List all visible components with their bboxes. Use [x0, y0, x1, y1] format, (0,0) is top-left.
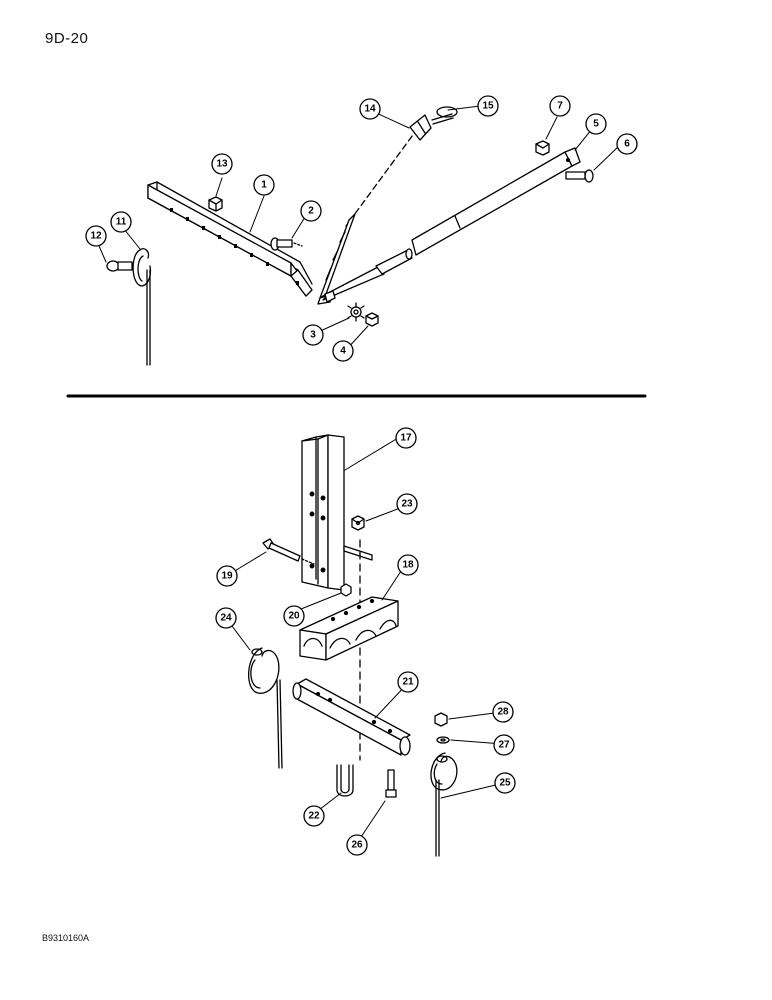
- svg-text:24: 24: [220, 613, 232, 624]
- callout-7: 7: [549, 95, 571, 117]
- lock-washer-part: [347, 302, 365, 322]
- svg-text:25: 25: [499, 778, 511, 789]
- callout-3: 3: [302, 324, 324, 346]
- callout-5: 5: [585, 113, 607, 135]
- callout-25: 25: [494, 772, 516, 794]
- svg-text:2: 2: [308, 206, 314, 217]
- callout-11: 11: [110, 211, 132, 233]
- svg-text:11: 11: [116, 217, 127, 228]
- callout-4: 4: [332, 340, 354, 362]
- callout-13: 13: [211, 153, 233, 175]
- callout-1: 1: [253, 174, 275, 196]
- callout-12: 12: [85, 225, 107, 247]
- callout-28: 28: [492, 701, 514, 723]
- callout-27: 27: [493, 734, 515, 756]
- svg-text:4: 4: [340, 346, 346, 357]
- svg-text:1: 1: [261, 180, 267, 191]
- svg-text:19: 19: [221, 571, 233, 582]
- callout-14: 14: [359, 98, 381, 120]
- nut-part: [535, 140, 550, 156]
- callout-23: 23: [396, 493, 418, 515]
- flat-washer-part: [436, 736, 450, 744]
- callout-markers: 1 2 3 4 5 6 7 11 12 13 14 15 17 18 19 20…: [85, 95, 638, 856]
- callout-17: 17: [395, 427, 417, 449]
- spring-tine-part: [247, 647, 283, 769]
- callout-18: 18: [397, 554, 419, 576]
- lower-assembly: [247, 434, 458, 857]
- svg-text:28: 28: [497, 707, 509, 718]
- svg-text:21: 21: [402, 677, 414, 688]
- nut-part: [340, 583, 352, 597]
- callout-21: 21: [397, 671, 419, 693]
- upright-channel-part: [301, 434, 373, 591]
- svg-text:7: 7: [557, 101, 563, 112]
- callout-6: 6: [616, 133, 638, 155]
- svg-text:17: 17: [400, 433, 412, 444]
- svg-text:12: 12: [90, 231, 102, 242]
- svg-text:18: 18: [402, 560, 414, 571]
- spring-tine-part: [132, 248, 152, 366]
- nut-part: [365, 312, 379, 327]
- callout-19: 19: [216, 565, 238, 587]
- figure-code: B9310160A: [42, 933, 90, 943]
- callout-22: 22: [303, 805, 325, 827]
- page-number: 9D-20: [45, 30, 89, 47]
- svg-text:26: 26: [351, 840, 363, 851]
- nut-part: [208, 196, 223, 212]
- callout-20: 20: [283, 605, 305, 627]
- svg-text:22: 22: [308, 811, 320, 822]
- callout-2: 2: [300, 200, 322, 222]
- svg-text:6: 6: [624, 139, 630, 150]
- hex-bolt-part: [385, 769, 397, 798]
- u-bolt-part: [336, 764, 354, 797]
- spring-tine-part: [430, 752, 458, 857]
- svg-text:3: 3: [310, 330, 316, 341]
- callout-24: 24: [215, 607, 237, 629]
- upper-assembly: [106, 106, 594, 366]
- hex-bolt-part: [262, 538, 315, 565]
- bracket-bar-part: [147, 181, 313, 297]
- svg-text:23: 23: [401, 499, 413, 510]
- nut-part: [434, 712, 448, 727]
- chain-part: [317, 114, 432, 305]
- carriage-bolt-part: [565, 169, 594, 183]
- tine-holder-bracket-part: [299, 596, 399, 661]
- callout-15: 15: [477, 95, 499, 117]
- nut-part: [351, 515, 365, 531]
- telescoping-rod-part: [322, 147, 581, 303]
- svg-text:15: 15: [482, 101, 494, 112]
- svg-text:27: 27: [498, 740, 510, 751]
- callout-26: 26: [346, 834, 368, 856]
- svg-text:5: 5: [593, 119, 599, 130]
- svg-text:13: 13: [216, 159, 228, 170]
- mounting-tube-part: [292, 678, 411, 756]
- carriage-bolt-part: [270, 237, 303, 251]
- svg-text:20: 20: [288, 611, 300, 622]
- svg-text:14: 14: [364, 104, 376, 115]
- carriage-bolt-part: [106, 260, 133, 272]
